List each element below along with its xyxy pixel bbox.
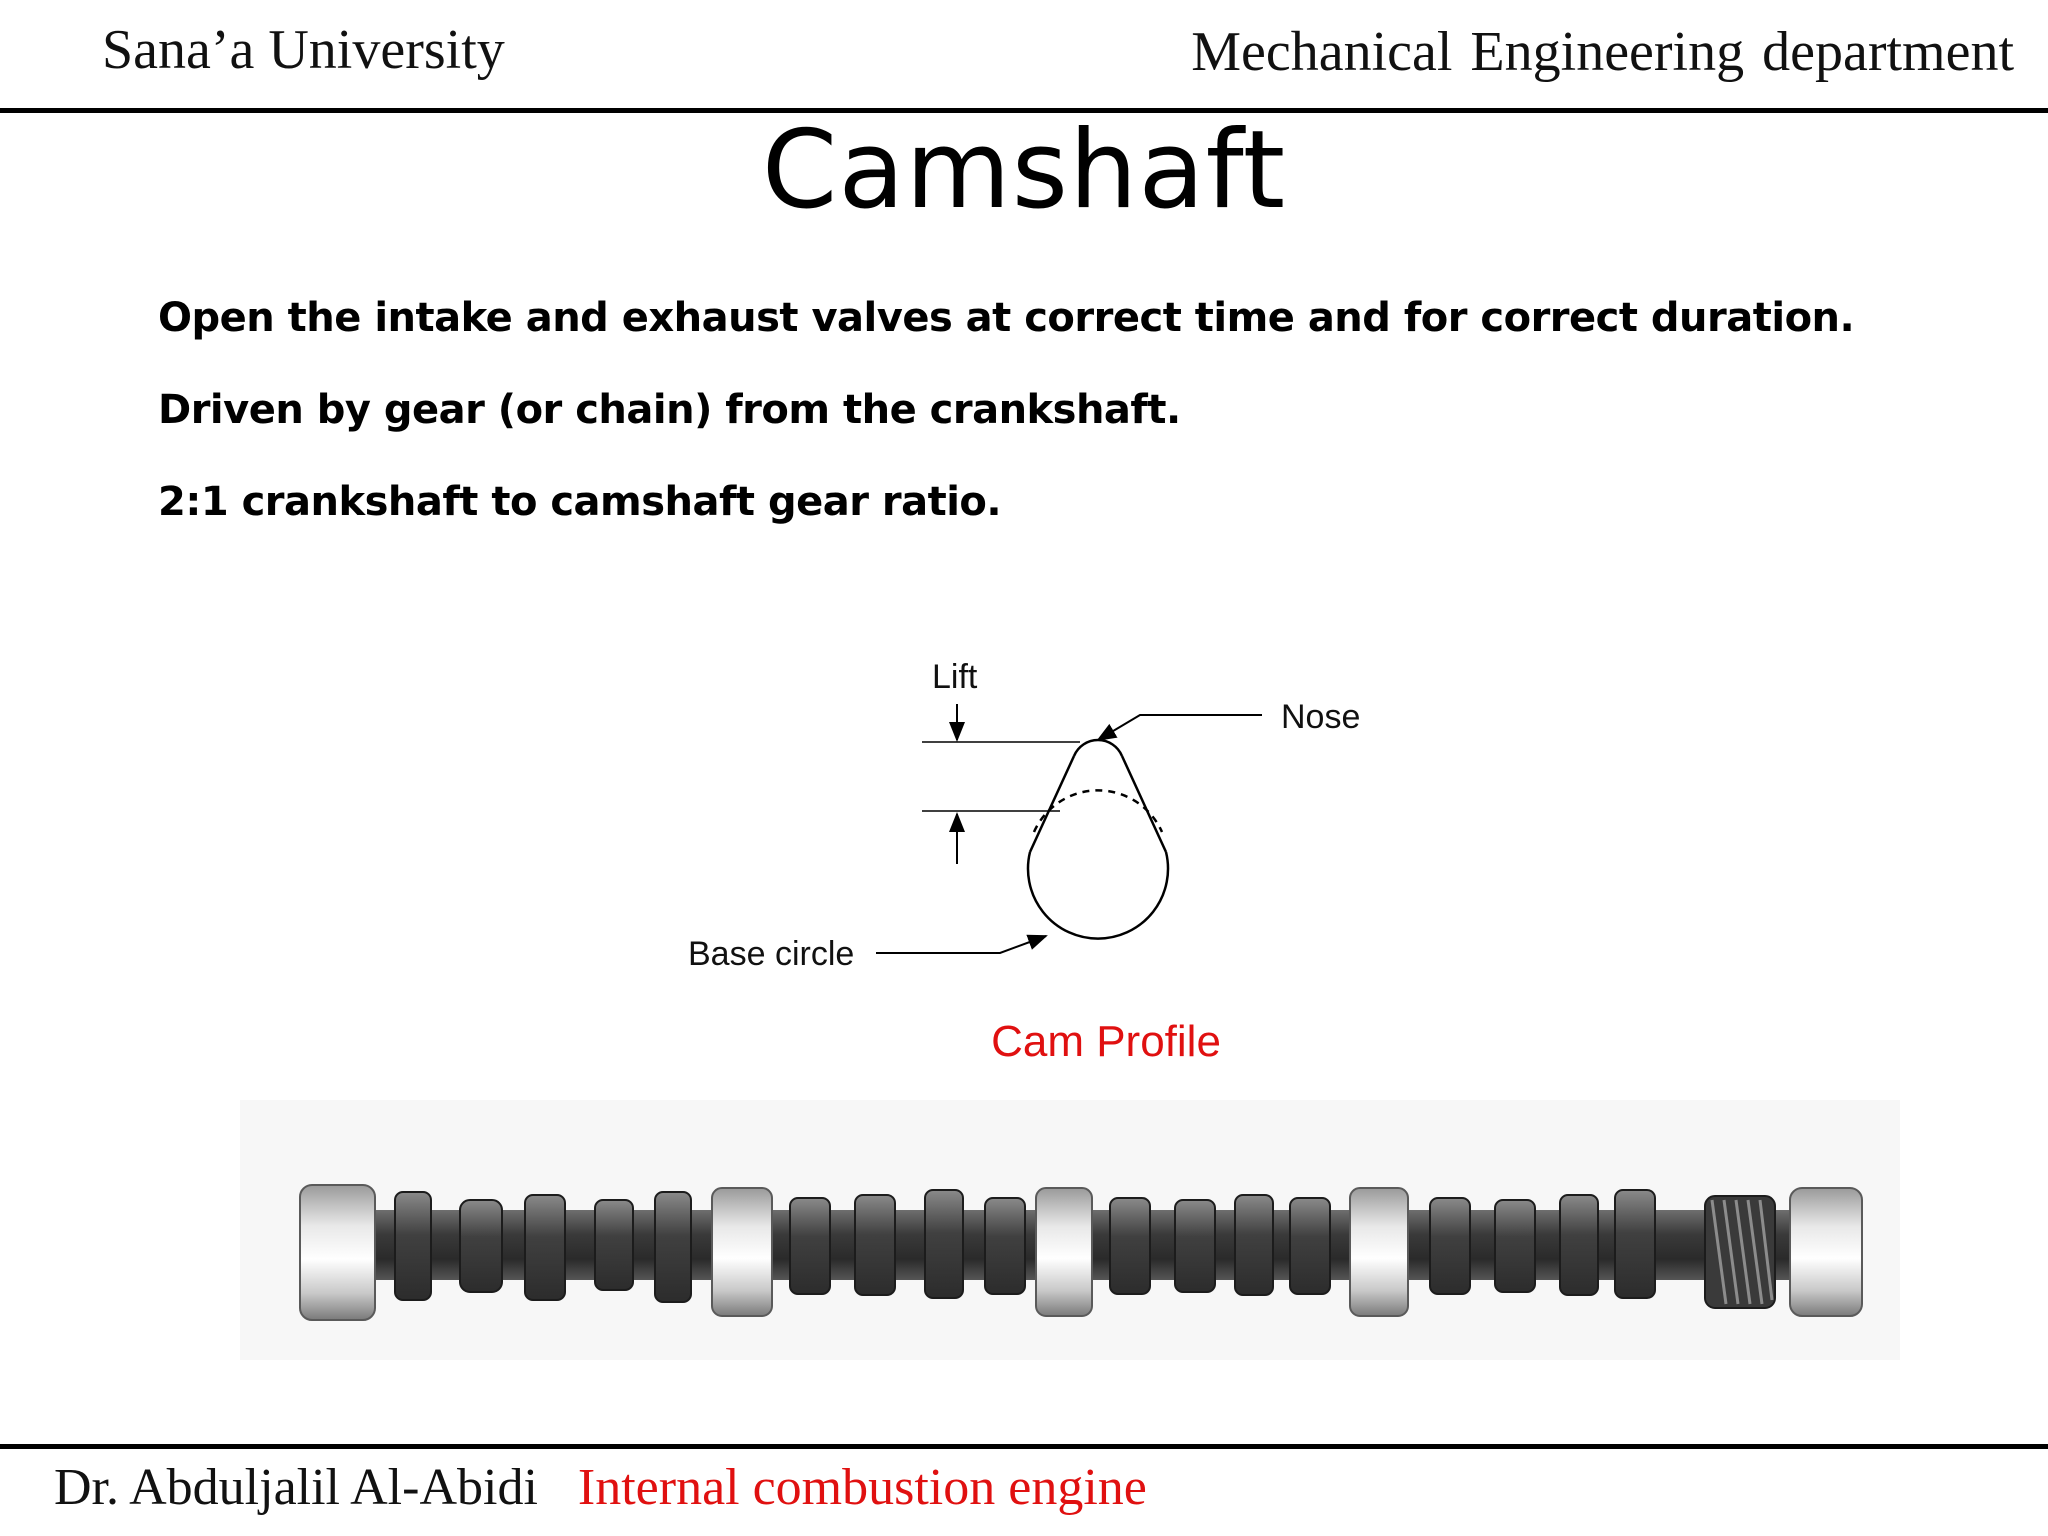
bullet-item: Driven by gear (or chain) from the crank… xyxy=(158,387,1181,433)
base-circle-label: Base circle xyxy=(688,935,854,973)
course-name: Internal combustion engine xyxy=(577,1459,1147,1516)
base-circle-outline xyxy=(1026,851,1170,940)
lift-label: Lift xyxy=(932,658,978,696)
slide-footer: Dr. Abduljalil Al-Abidi Internal combusti… xyxy=(54,1458,1147,1517)
cam-profile-caption: Cam Profile xyxy=(991,1017,1221,1066)
cam-flank-left xyxy=(1028,755,1076,853)
bullet-list: Open the intake and exhaust valves at co… xyxy=(158,290,1855,566)
bullet-item: Open the intake and exhaust valves at co… xyxy=(158,295,1855,341)
base-circle-dashed-arc xyxy=(1032,789,1164,833)
slide-title: Camshaft xyxy=(761,108,1287,233)
cam-profile-diagram: Lift Nose Base circle Cam Profile xyxy=(688,658,1360,1066)
header-divider xyxy=(0,108,2048,113)
footer-divider xyxy=(0,1444,2048,1449)
cam-flank-right xyxy=(1120,755,1168,853)
nose-label: Nose xyxy=(1281,698,1360,736)
nose-leader xyxy=(1096,714,1262,742)
bullet-item: 2:1 crankshaft to camshaft gear ratio. xyxy=(158,479,1002,525)
department-name: Mechanical Engineering department xyxy=(1191,21,2014,83)
base-circle-leader xyxy=(876,934,1048,954)
camshaft-image xyxy=(299,1184,1863,1321)
drive-gear xyxy=(1704,1195,1776,1309)
university-name: Sana’a University xyxy=(102,19,505,81)
author-name: Dr. Abduljalil Al-Abidi xyxy=(54,1459,538,1516)
